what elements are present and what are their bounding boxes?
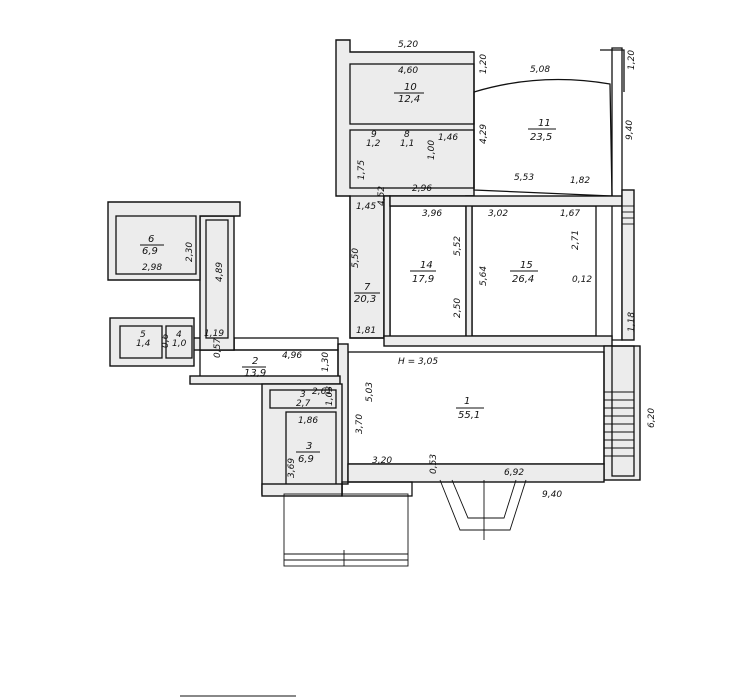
dim-label: 1,20: [479, 54, 489, 74]
dim-label: 5,52: [453, 236, 463, 256]
room-area: 13,9: [244, 368, 266, 379]
dim-label: 4,52: [377, 186, 387, 206]
dim-label: 1,03: [325, 386, 335, 406]
dimension-labels: 5,20 4,60 1,20 5,08 1,20 1,46 1,00 4,29 …: [142, 40, 657, 500]
dim-label: 1,18: [627, 312, 637, 332]
room-area: 6,9: [298, 454, 314, 465]
dim-label: 2,71: [571, 230, 581, 250]
dim-label: 4,29: [479, 124, 489, 144]
dim-label: 9,40: [542, 490, 562, 500]
dim-label: 5,53: [514, 173, 534, 183]
room-area: 17,9: [412, 274, 434, 285]
room-area: 55,1: [458, 410, 480, 421]
room-number: 3: [300, 390, 306, 400]
dim-label: 4,96: [282, 351, 302, 361]
dim-label: 1,86: [298, 416, 318, 426]
stairs: [604, 205, 634, 457]
room-number: 6: [148, 234, 154, 245]
dim-label: 0,57: [213, 338, 223, 358]
dim-label: 3,20: [372, 456, 392, 466]
dim-label: 5,50: [351, 248, 361, 268]
dim-label: 2,96: [412, 184, 432, 194]
dim-label: H = 3,05: [398, 357, 438, 367]
dim-label: 1,82: [570, 176, 590, 186]
room-number: 7: [364, 282, 371, 293]
dim-label: 0,53: [429, 454, 439, 474]
dim-label: 4,89: [215, 262, 225, 282]
dim-label: 5,08: [530, 65, 550, 75]
dim-label: 4,60: [398, 66, 418, 76]
room-area: 1,2: [366, 139, 381, 149]
dim-label: 6,20: [647, 408, 657, 428]
dim-label: 2,30: [185, 242, 195, 262]
room-number: 11: [538, 118, 551, 129]
dim-label: 3,02: [488, 209, 508, 219]
room-number: 4: [176, 330, 182, 340]
room-number: 5: [140, 330, 146, 340]
entrance-steps: [283, 479, 527, 567]
room-area: 2,7: [296, 399, 311, 409]
room-area: 1,1: [400, 139, 414, 149]
room-area: 23,5: [530, 132, 552, 143]
dim-label: 3,96: [422, 209, 442, 219]
dim-label: 2,50: [453, 298, 463, 318]
dim-label: 1,67: [560, 209, 580, 219]
building-walls: [107, 39, 641, 497]
dim-label: 3,70: [355, 414, 365, 434]
room-labels: 1 55,1 2 13,9 3 2,7 3 6,9 4 1,0 5 1,4 6 …: [136, 82, 556, 465]
dim-label: 0,12: [572, 275, 592, 285]
room-number: 1: [464, 396, 470, 407]
room-area: 1,4: [136, 339, 151, 349]
dim-label: 1,45: [356, 202, 376, 212]
dim-label: 0,6: [161, 333, 171, 348]
room-area: 12,4: [398, 94, 420, 105]
room-area: 26,4: [512, 274, 534, 285]
room-number: 8: [404, 130, 410, 140]
dim-label: 1,00: [427, 140, 437, 160]
dim-label: 2,98: [142, 263, 162, 273]
room-number: 15: [520, 260, 533, 271]
dim-label: 2,61: [312, 387, 332, 397]
room-number: 2: [252, 356, 258, 367]
dim-label: 1,20: [627, 50, 637, 70]
room-number: 3: [306, 441, 312, 452]
dim-label: 1,81: [356, 326, 376, 336]
dim-label: 1,46: [438, 133, 458, 143]
room-number: 10: [404, 82, 417, 93]
room-number: 14: [420, 260, 433, 271]
room-area: 20,3: [354, 294, 376, 305]
dim-label: 6,92: [504, 468, 524, 478]
room-number: 9: [371, 130, 377, 140]
dim-label: 1,30: [321, 352, 331, 372]
dim-label: 3,69: [287, 458, 297, 478]
dim-label: 1,19: [204, 329, 224, 339]
dim-label: 5,20: [398, 40, 418, 50]
dim-label: 1,75: [357, 160, 367, 180]
dim-label: 5,64: [479, 266, 489, 286]
room-area: 1,0: [172, 339, 187, 349]
room-area: 6,9: [142, 246, 158, 257]
dim-label: 5,03: [365, 382, 375, 402]
dim-label: 9,40: [625, 120, 635, 140]
